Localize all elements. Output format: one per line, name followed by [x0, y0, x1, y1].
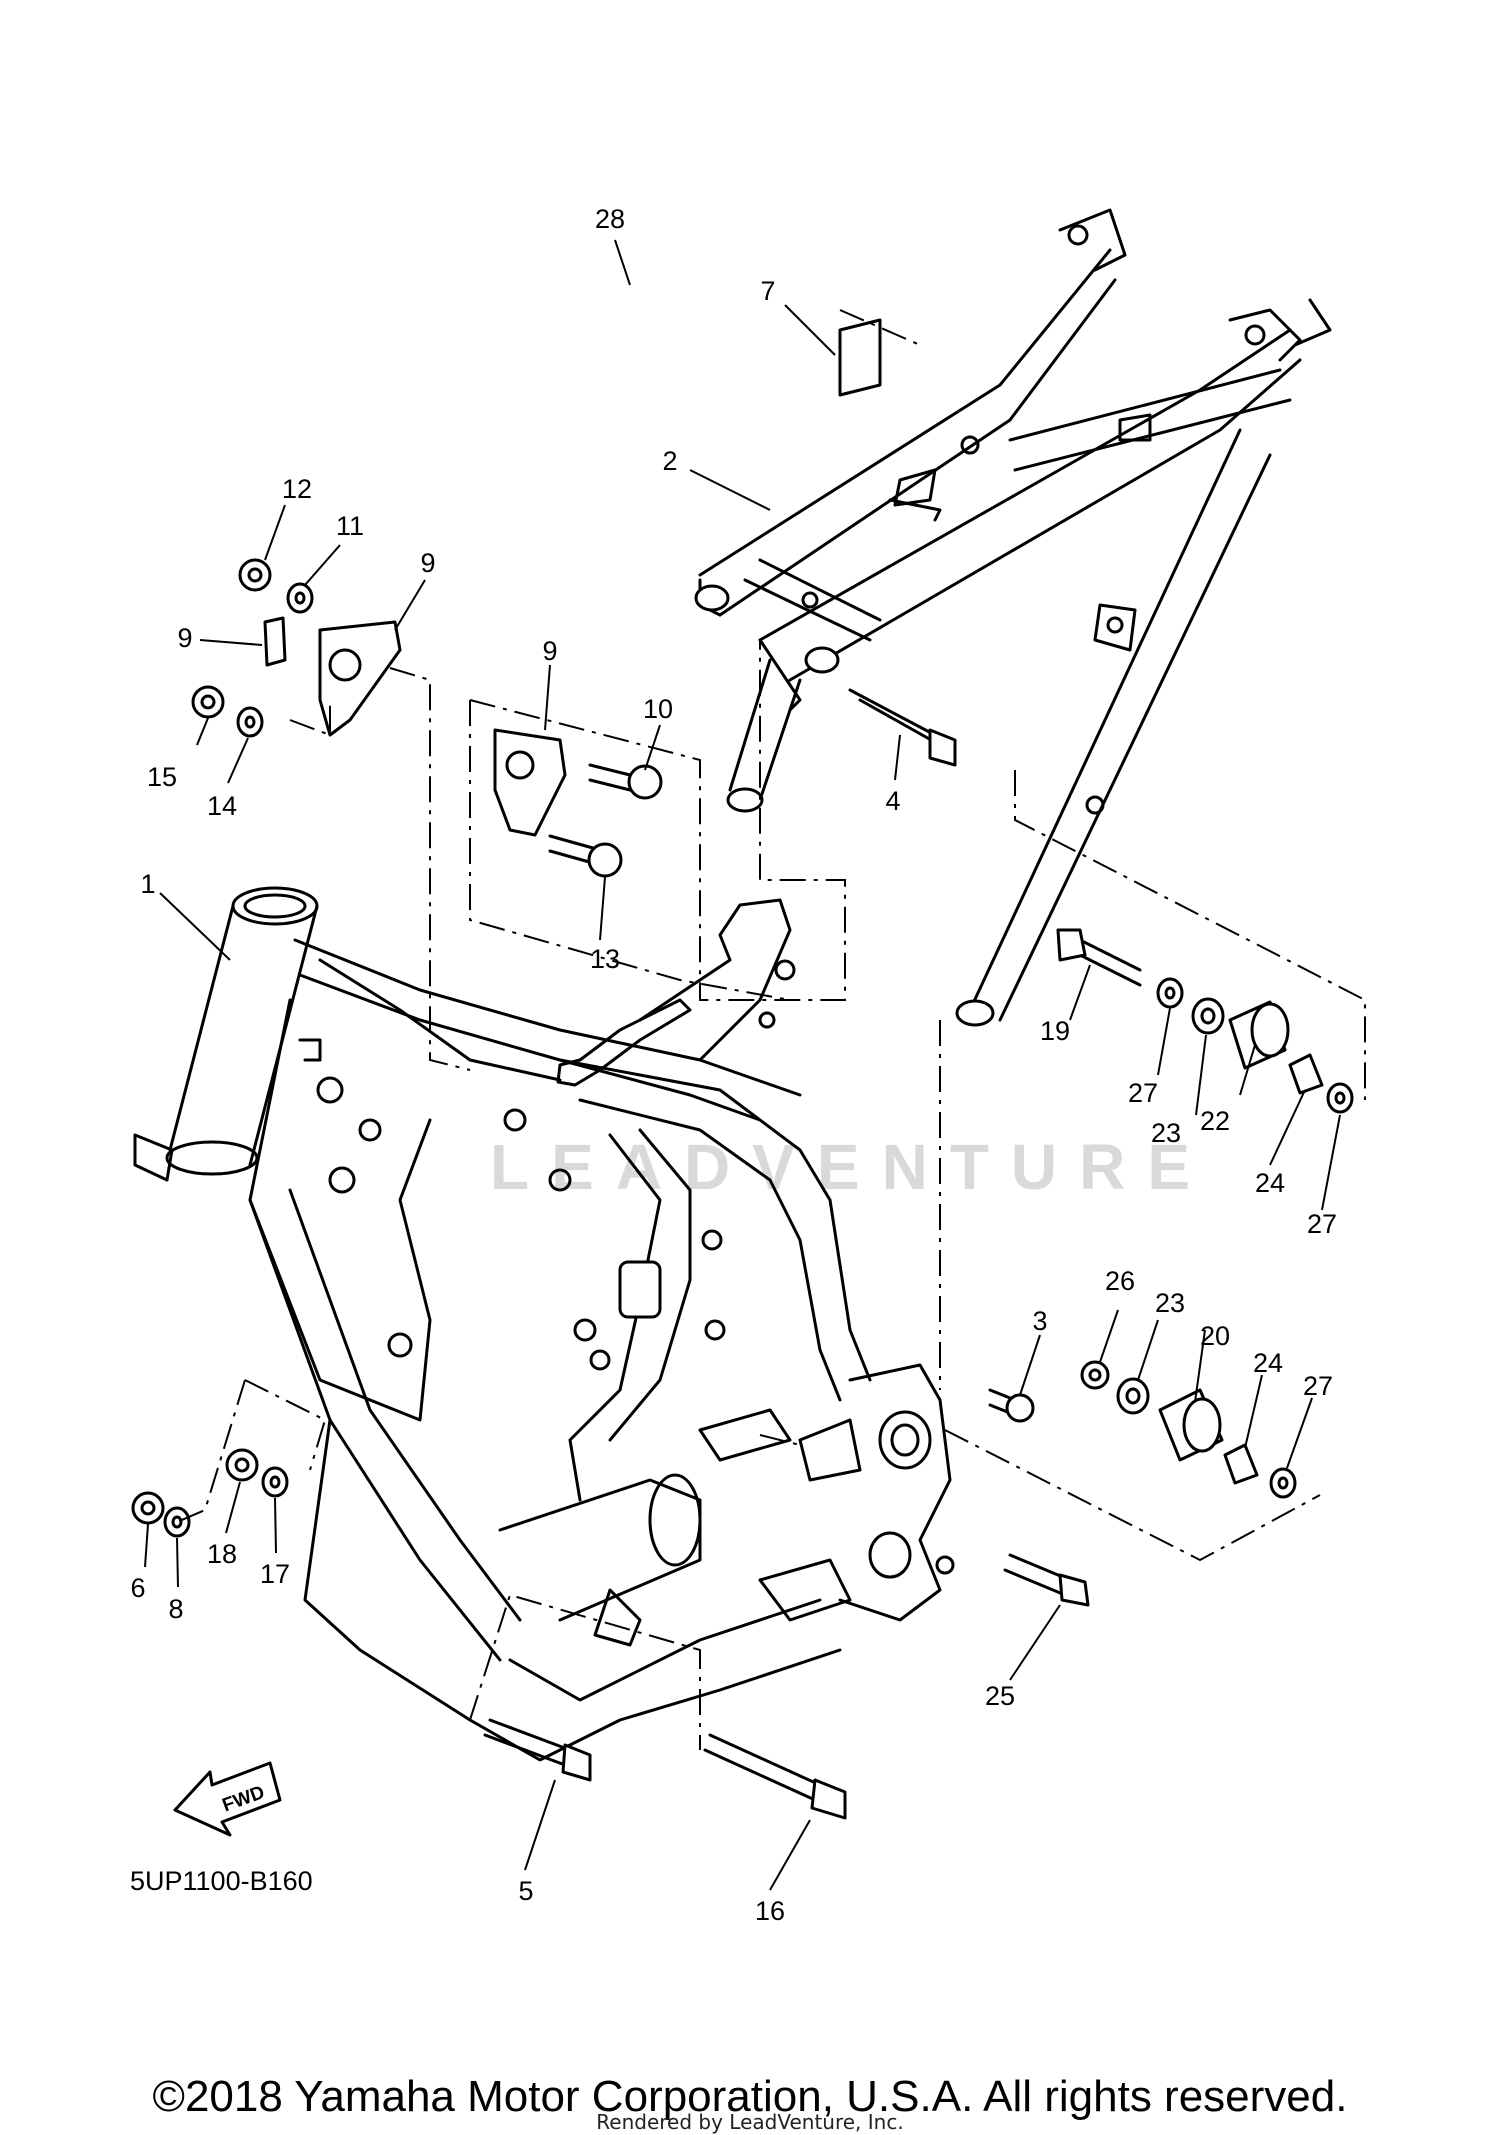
block-part[interactable]: [838, 318, 882, 397]
bolt-17[interactable]: [703, 1733, 847, 1820]
bolt-14[interactable]: [548, 834, 623, 878]
washer-27-lower[interactable]: [1269, 1467, 1297, 1499]
callout-28[interactable]: 28: [595, 204, 625, 234]
callout-16[interactable]: 15: [147, 762, 177, 792]
nut-13[interactable]: [238, 558, 272, 592]
fwd-arrow-icon: FWD: [173, 1761, 282, 1837]
washer-15[interactable]: [236, 706, 264, 738]
washer-12[interactable]: [286, 582, 314, 614]
callout-9-left[interactable]: 9: [420, 548, 435, 578]
callout-7[interactable]: 7: [760, 276, 775, 306]
callout-22[interactable]: 22: [1200, 1106, 1230, 1136]
callout-2[interactable]: 2: [662, 446, 677, 476]
callout-24-upper[interactable]: 24: [1255, 1168, 1285, 1198]
callout-5[interactable]: 5: [518, 1876, 533, 1906]
rear-frame[interactable]: [694, 208, 1332, 1027]
collar-23-upper[interactable]: [1191, 997, 1225, 1035]
collar-24-lower[interactable]: [1223, 1443, 1259, 1485]
callout-13[interactable]: 12: [282, 474, 312, 504]
callout-21[interactable]: 20: [1200, 1321, 1230, 1351]
callout-23-upper[interactable]: 23: [1151, 1118, 1181, 1148]
copyright-notice: ©2018 Yamaha Motor Corporation, U.S.A. A…: [152, 2072, 1348, 2121]
callout-26[interactable]: 26: [1105, 1266, 1135, 1296]
bushing-21[interactable]: [1158, 1388, 1224, 1462]
callout-17[interactable]: 16: [755, 1896, 785, 1926]
callout-19[interactable]: 18: [207, 1539, 237, 1569]
callout-9-center[interactable]: 9: [542, 636, 557, 666]
washer-27-upper[interactable]: [1156, 977, 1184, 1009]
callout-3[interactable]: 3: [1032, 1306, 1047, 1336]
nut-19[interactable]: [225, 1448, 259, 1482]
washer-18[interactable]: [261, 1466, 289, 1498]
nut-26[interactable]: [1080, 1360, 1110, 1390]
callout-4[interactable]: 4: [885, 786, 900, 816]
callout-8[interactable]: 8: [168, 1594, 183, 1624]
bolt-4[interactable]: [848, 688, 957, 767]
nut-6[interactable]: [131, 1491, 165, 1525]
callout-20[interactable]: 19: [1040, 1016, 1070, 1046]
watermark-text: LEADVENTURE: [490, 1131, 1213, 1203]
main-frame[interactable]: [133, 886, 955, 1762]
bolt-25[interactable]: [1003, 1553, 1090, 1607]
callout-27-upper[interactable]: 27: [1128, 1078, 1158, 1108]
callout-1[interactable]: 1: [140, 869, 155, 899]
rendered-by-notice: Rendered by LeadVenture, Inc.: [596, 2110, 904, 2134]
washer-27-mid[interactable]: [1326, 1082, 1354, 1114]
collar-23-lower[interactable]: [1116, 1377, 1150, 1415]
collar-24-upper[interactable]: [1288, 1053, 1324, 1095]
diagram-code: 5UP1100-B160: [130, 1866, 313, 1896]
washer-8[interactable]: [163, 1506, 191, 1538]
bushing-22[interactable]: [1228, 1000, 1290, 1070]
clip-part[interactable]: [556, 998, 692, 1087]
bolt-3[interactable]: [988, 1388, 1035, 1423]
engine-bracket-left[interactable]: [318, 620, 402, 737]
callout-10[interactable]: 9: [177, 623, 192, 653]
nut-16[interactable]: [191, 685, 225, 719]
callout-27-lower[interactable]: 27: [1303, 1371, 1333, 1401]
callout-25[interactable]: 25: [985, 1681, 1015, 1711]
callouts: 28 7 2 12 11 9 9 15 14 9 10 13 1 4 19 27…: [130, 204, 1337, 1926]
bolt-11[interactable]: [588, 763, 663, 800]
leader-lines: [144, 239, 1341, 1891]
bolt-20[interactable]: [1056, 928, 1142, 987]
bolt-5[interactable]: [483, 1718, 592, 1782]
callout-11[interactable]: 10: [643, 694, 673, 724]
callout-14[interactable]: 13: [590, 944, 620, 974]
callout-24-lower[interactable]: 24: [1253, 1348, 1283, 1378]
callout-27-mid[interactable]: 27: [1307, 1209, 1337, 1239]
callout-18[interactable]: 17: [260, 1559, 290, 1589]
engine-bracket-center[interactable]: [493, 728, 567, 837]
callout-12[interactable]: 11: [336, 511, 364, 541]
callout-23-lower[interactable]: 23: [1155, 1288, 1185, 1318]
spacer-10[interactable]: [263, 616, 287, 667]
callout-6[interactable]: 6: [130, 1573, 145, 1603]
callout-15[interactable]: 14: [207, 791, 237, 821]
